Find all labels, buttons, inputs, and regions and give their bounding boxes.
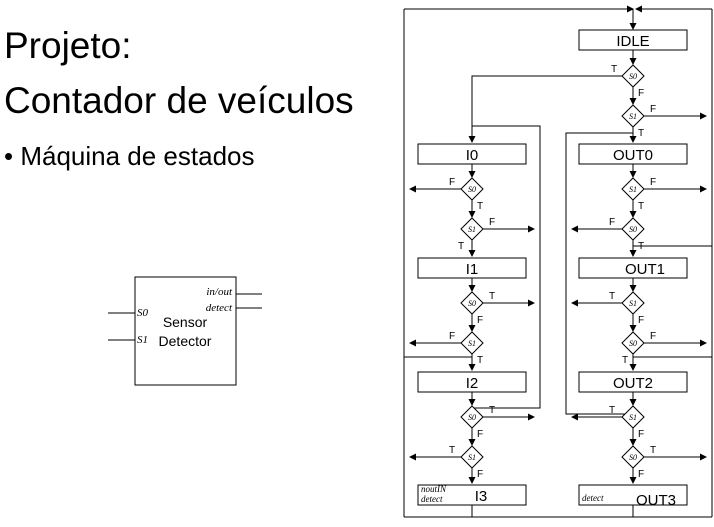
dl-out0-s1: S1 (629, 185, 637, 194)
dl-out1-s1: S1 (629, 299, 637, 308)
bl-idle-s0-f: F (638, 88, 644, 99)
bl-idle-s0-t: T (611, 64, 617, 75)
inout-port-label: in/out (206, 286, 233, 298)
i-column-side-loop (472, 125, 541, 409)
bl-out0-s1-f: F (650, 177, 656, 188)
bl-out0-s1-t: T (638, 201, 644, 212)
dl-out0-s0: S0 (629, 225, 637, 234)
label-i0: I0 (466, 147, 479, 164)
state-machine-diagram (403, 5, 713, 518)
bl-i1-s0-f: F (477, 315, 483, 326)
branch-labels: T F F T F T F T T F F T T F T F F T F T … (449, 64, 656, 480)
bl-i2-s0-t: T (489, 405, 495, 416)
out3-output-detect: detect (582, 493, 604, 503)
state-labels: IDLE I0 I1 I2 I3 OUT0 OUT1 OUT2 OUT3 nou… (421, 33, 676, 509)
dl-i0-s1: S1 (468, 225, 476, 234)
dl-out2-s1: S1 (629, 413, 637, 422)
bl-i2-s1-t: T (449, 445, 455, 456)
bl-out1-s0-f: F (650, 331, 656, 342)
out-column-side-loop (565, 132, 633, 415)
sensor-name-line-2: Detector (159, 333, 212, 349)
label-i1: I1 (466, 261, 479, 278)
bl-out0-s0-f: F (609, 217, 615, 228)
title-line-1: Projeto: (4, 25, 132, 66)
bl-out1-s1-f: F (638, 315, 644, 326)
bullet-text: Máquina de estados (20, 141, 255, 171)
bl-i2-s1-f: F (477, 469, 483, 480)
detect-port-label: detect (206, 302, 233, 314)
dl-i2-s0: S0 (468, 413, 476, 422)
bl-i0-s0-t: T (477, 201, 483, 212)
label-i2: I2 (466, 375, 479, 392)
bl-out1-s1-t: T (609, 291, 615, 302)
bl-out0-s0-t: T (638, 241, 644, 252)
bl-out2-s0-t: T (650, 445, 656, 456)
bullet-maquina-de-estados: • Máquina de estados (4, 141, 255, 171)
s1-port-label: S1 (137, 334, 148, 346)
bl-i1-s1-f: F (449, 331, 455, 342)
label-out1: OUT1 (625, 261, 665, 278)
decision-labels: S0 S1 S0 S1 S0 S1 S0 S1 S1 S0 S1 S0 S1 S… (468, 72, 637, 462)
dl-i1-s1: S1 (468, 339, 476, 348)
label-idle: IDLE (616, 33, 649, 50)
bl-out2-s1-f: F (638, 429, 644, 440)
label-out0: OUT0 (613, 147, 653, 164)
bl-i0-s0-f: F (449, 177, 455, 188)
bl-i1-s1-t: T (477, 355, 483, 366)
bl-out2-s0-f: F (638, 469, 644, 480)
bl-i2-s0-f: F (477, 429, 483, 440)
idle-s0-true-path (468, 75, 622, 143)
sensor-name-line-1: Sensor (163, 314, 208, 330)
bl-idle-s1-t: T (638, 128, 644, 139)
dl-out2-s0: S0 (629, 453, 637, 462)
dl-i1-s0: S0 (468, 299, 476, 308)
bl-i0-s1-t: T (458, 241, 464, 252)
label-i3: I3 (475, 488, 488, 505)
title-line-2: Contador de veículos (4, 80, 354, 121)
dl-out1-s0: S0 (629, 339, 637, 348)
label-out2: OUT2 (613, 375, 653, 392)
i3-output-nout: noutIN (421, 484, 447, 494)
bl-i0-s1-f: F (489, 217, 495, 228)
sensor-box (134, 276, 237, 386)
dl-i2-s1: S1 (468, 453, 476, 462)
dl-i0-s0: S0 (468, 185, 476, 194)
dl-idle-s1: S1 (629, 112, 637, 121)
bl-out1-s0-t: T (622, 355, 628, 366)
bl-i1-s0-t: T (489, 291, 495, 302)
sensor-detector-block: S0 S1 in/out detect Sensor Detector (108, 276, 262, 386)
s0-port-label: S0 (137, 307, 149, 319)
i3-output-detect: detect (421, 494, 443, 504)
bl-out2-s1-t: T (609, 405, 615, 416)
dl-idle-s0: S0 (629, 72, 637, 81)
bl-idle-s1-f: F (650, 104, 656, 115)
label-out3: OUT3 (636, 492, 676, 509)
